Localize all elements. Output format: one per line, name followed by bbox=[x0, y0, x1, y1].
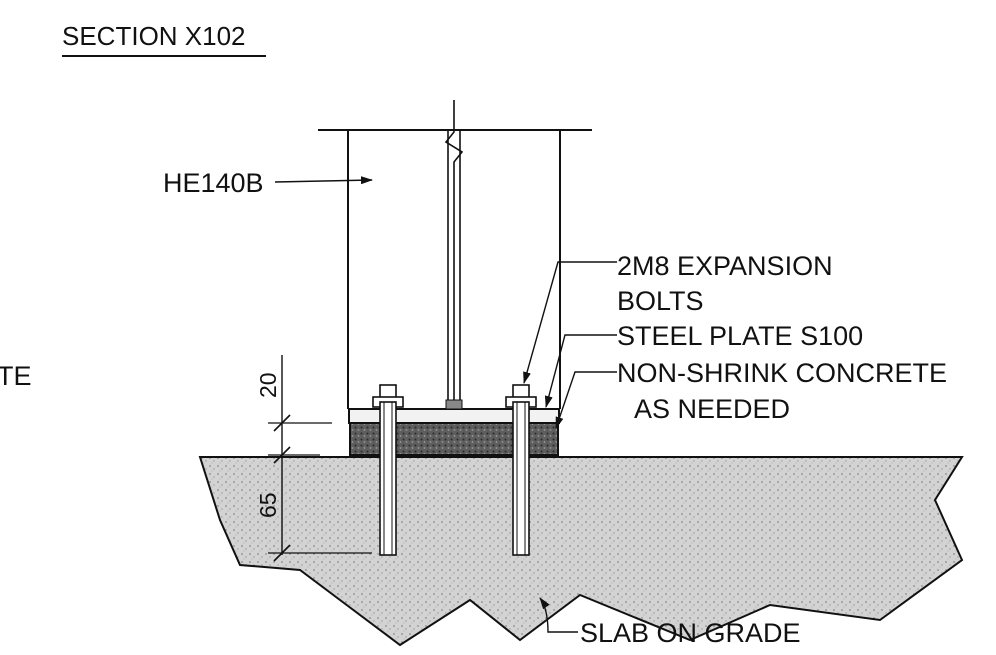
label-column-profile: HE140B bbox=[163, 168, 264, 198]
leader-slab bbox=[539, 597, 578, 633]
column-web bbox=[447, 130, 461, 409]
anchor-bolt-right bbox=[505, 384, 537, 556]
label-steel-plate: STEEL PLATE S100 bbox=[617, 321, 863, 351]
dimension-label-embedment: 65 bbox=[255, 492, 281, 518]
break-line-icon bbox=[444, 100, 464, 409]
label-slab-on-grade: SLAB ON GRADE bbox=[580, 618, 801, 648]
label-bolts-line1: 2M8 EXPANSION bbox=[617, 251, 833, 281]
dimension-grout-20: 20 bbox=[255, 355, 332, 555]
slab-on-grade bbox=[198, 456, 964, 647]
web-weld bbox=[445, 399, 463, 410]
leader-grout bbox=[555, 371, 617, 429]
leader-column bbox=[274, 176, 373, 185]
leader-plate bbox=[544, 334, 617, 408]
label-bolts-line2: BOLTS bbox=[617, 286, 704, 316]
label-grout-line1: NON-SHRINK CONCRETE bbox=[617, 358, 947, 388]
label-grout-line2: AS NEEDED bbox=[634, 394, 790, 424]
section-title: SECTION X102 bbox=[62, 21, 246, 51]
cropped-label-fragment: TE bbox=[0, 361, 32, 391]
leader-bolts bbox=[523, 261, 617, 384]
dimension-embedment-65: 65 bbox=[255, 492, 372, 562]
anchor-bolt-left bbox=[372, 384, 404, 556]
dimension-label-grout: 20 bbox=[255, 372, 281, 398]
